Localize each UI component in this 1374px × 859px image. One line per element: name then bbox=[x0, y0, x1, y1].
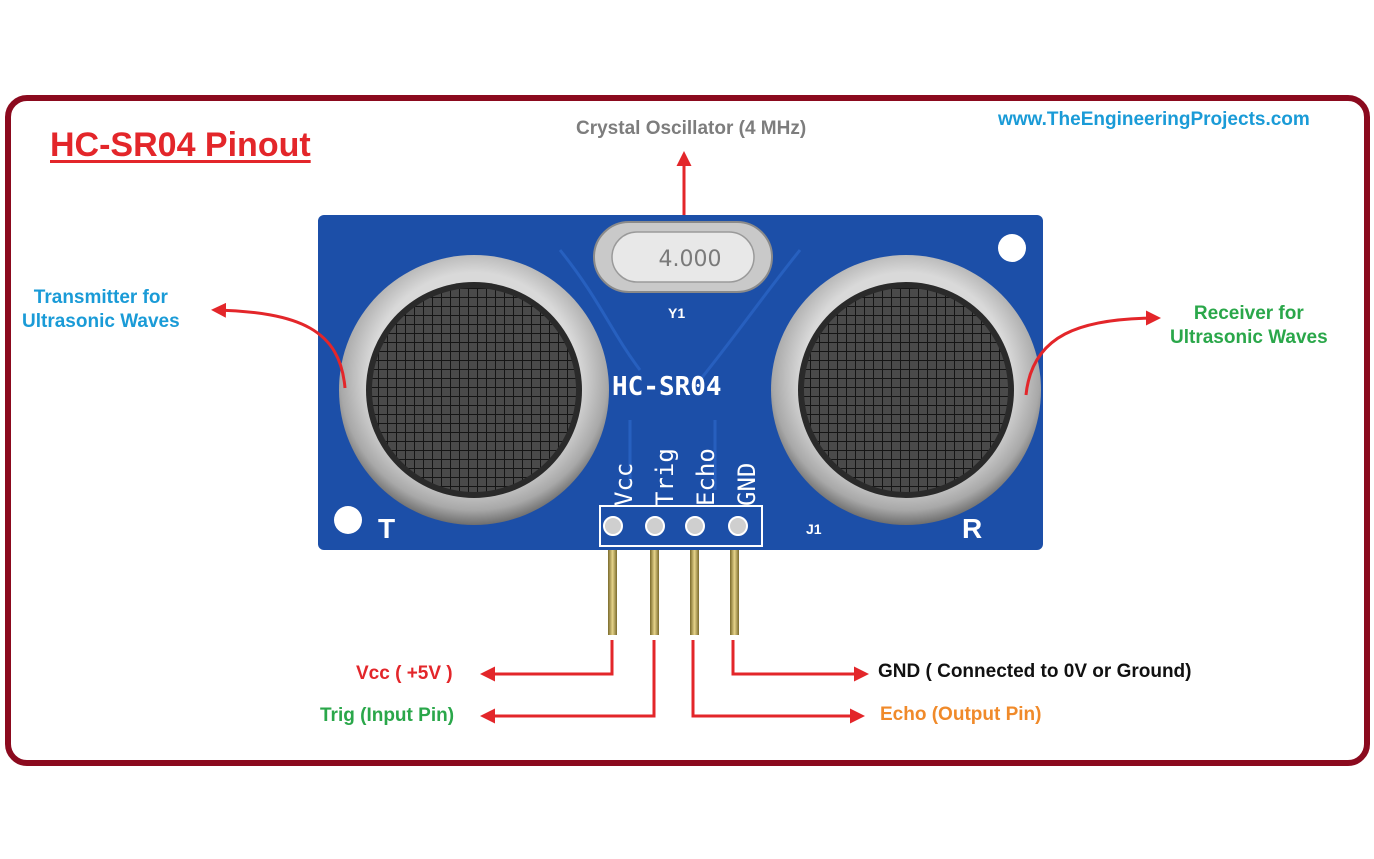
echo-label: Echo (Output Pin) bbox=[880, 704, 1042, 725]
vcc-label: Vcc ( +5V ) bbox=[356, 663, 453, 684]
pin-silkscreen-echo: Echo bbox=[692, 448, 720, 506]
pin-header bbox=[599, 505, 763, 547]
crystal-oscillator: 4.000 bbox=[593, 221, 773, 293]
trig-label: Trig (Input Pin) bbox=[320, 705, 455, 726]
echo-arrow bbox=[691, 640, 865, 724]
crystal-label: Crystal Oscillator (4 MHz) bbox=[576, 118, 807, 139]
transmitter-label-line2: Ultrasonic Waves bbox=[22, 311, 180, 332]
gnd-arrow bbox=[731, 640, 869, 682]
transmitter-label-line1: Transmitter for bbox=[33, 287, 168, 308]
header-pins bbox=[608, 545, 739, 635]
pin-silkscreen-trig: Trig bbox=[651, 448, 679, 506]
transmitter-arrow bbox=[211, 302, 347, 389]
receiver-label-line2: Ultrasonic Waves bbox=[1170, 327, 1328, 348]
trig-arrow bbox=[480, 640, 656, 724]
receiver-arrow bbox=[1024, 310, 1161, 396]
pin-silkscreen-vcc: Vcc bbox=[610, 463, 638, 506]
transmitter-mark: T bbox=[378, 513, 395, 544]
receiver-label-line1: Receiver for bbox=[1193, 303, 1304, 324]
website-link[interactable]: www.TheEngineeringProjects.com bbox=[998, 109, 1310, 130]
callout-arrows bbox=[211, 151, 1161, 724]
receiver-label: Receiver for Ultrasonic Waves bbox=[1170, 302, 1328, 350]
crystal-marking: 4.000 bbox=[659, 247, 722, 272]
mounting-hole-icon bbox=[334, 506, 362, 534]
pin-silkscreen-gnd: GND bbox=[733, 463, 761, 506]
page-title: HC-SR04 Pinout bbox=[50, 126, 311, 164]
gnd-label: GND ( Connected to 0V or Ground) bbox=[878, 661, 1192, 682]
header-ref: J1 bbox=[806, 521, 822, 537]
model-silkscreen: HC-SR04 bbox=[612, 372, 722, 402]
vcc-arrow bbox=[480, 640, 614, 682]
transmitter-can bbox=[339, 255, 609, 525]
receiver-mark: R bbox=[962, 513, 982, 544]
receiver-can bbox=[771, 255, 1041, 525]
crystal-ref: Y1 bbox=[668, 305, 685, 321]
transmitter-label: Transmitter for Ultrasonic Waves bbox=[22, 286, 180, 334]
mounting-hole-icon bbox=[998, 234, 1026, 262]
